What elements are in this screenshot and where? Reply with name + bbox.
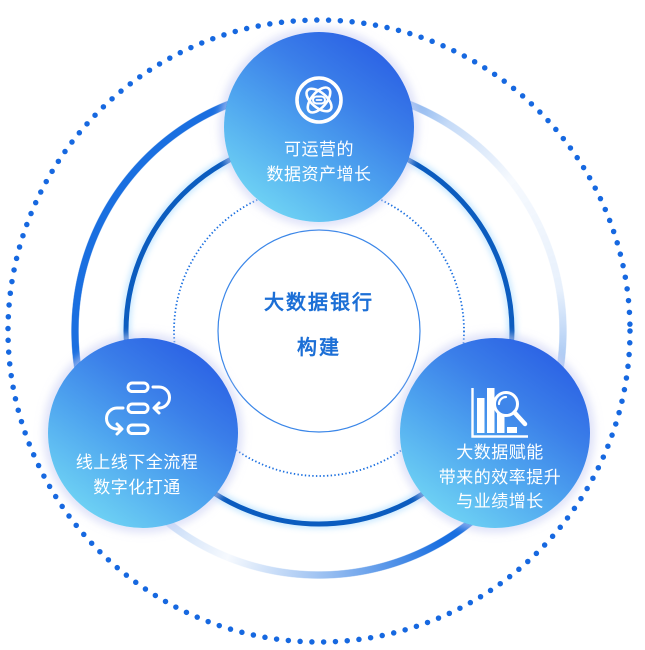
node-label-line: 线上线下全流程 — [75, 453, 199, 472]
node-label-line: 大数据赋能 — [456, 443, 544, 462]
outer-dotted-ring — [5, 17, 633, 645]
node-label: 线上线下全流程 数字化打通 — [57, 451, 217, 500]
node-online-offline-digitalization: 线上线下全流程 数字化打通 — [48, 338, 238, 528]
node-data-asset-growth: 可运营的 数据资产增长 — [224, 32, 414, 222]
chart-search-icon — [471, 388, 528, 438]
node-label: 大数据赋能 带来的效率提升 与业绩增长 — [420, 441, 580, 515]
node-label-line: 数据资产增长 — [266, 164, 372, 184]
node-label-line: 与业绩增长 — [456, 492, 544, 511]
node-label-line: 可运营的 — [284, 140, 354, 159]
node-big-data-empowerment: 大数据赋能 带来的效率提升 与业绩增长 — [400, 338, 590, 528]
center-title-line-1: 大数据银行 — [264, 291, 374, 314]
node-label: 可运营的 数据资产增长 — [239, 138, 399, 187]
center-title: 大数据银行 构建 — [219, 231, 419, 431]
node-label-line: 数字化打通 — [93, 477, 181, 497]
atom-icon — [295, 76, 343, 124]
process-flow-icon — [105, 381, 171, 436]
node-label-line: 带来的效率提升 — [438, 467, 562, 487]
center-title-line-2: 构建 — [297, 336, 341, 359]
